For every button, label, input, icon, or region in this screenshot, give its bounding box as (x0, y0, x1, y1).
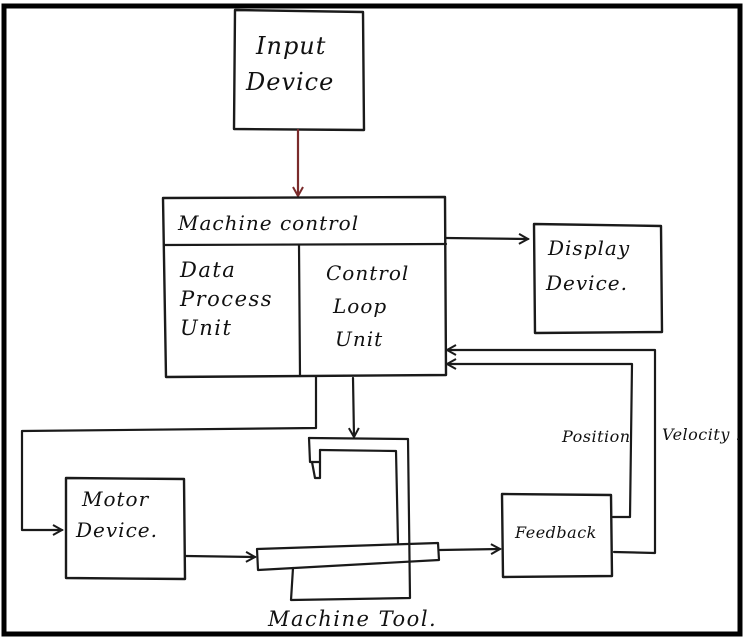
velocity-return-line (447, 350, 657, 555)
machine-control-title: Machine control (177, 211, 359, 235)
motor-device-line2: Device. (75, 518, 158, 542)
control-loop-line3: Unit (335, 327, 383, 351)
data-process-line1: Data (179, 258, 236, 282)
data-process-line2: Process (179, 287, 273, 311)
motor-device-line1: Motor (81, 487, 150, 511)
feedback-label: Feedback (514, 523, 597, 542)
display-device-line2: Device. (545, 271, 628, 295)
display-device-line1: Display (547, 236, 630, 260)
data-process-line3: Unit (180, 316, 232, 340)
machine-tool-label: Machine Tool. (267, 607, 437, 631)
control-loop-line1: Control (326, 261, 409, 285)
input-device-box (232, 8, 366, 132)
machine-tool-drawing (255, 436, 441, 602)
machine-control-divider (162, 242, 448, 247)
control-loop-line2: Loop (332, 294, 387, 318)
arrow-table-to-feedback (438, 549, 500, 550)
machine-control-box (161, 195, 448, 379)
position-label: Position (561, 427, 631, 446)
outer-frame (1, 3, 743, 637)
input-device-label-line2: Device (245, 68, 334, 96)
machine-control-vertical-divider (297, 243, 302, 378)
arrow-control-to-display (444, 238, 528, 239)
feedback-box (500, 492, 614, 579)
arrow-control-to-tool (353, 376, 354, 437)
velocity-label: Velocity . (662, 425, 741, 444)
control-to-motor-line (20, 375, 318, 530)
input-device-label-line1: Input (255, 32, 326, 60)
position-return-line (447, 364, 634, 519)
arrow-motor-to-table (184, 556, 255, 557)
display-device-box (532, 222, 664, 335)
motor-device-box (64, 476, 187, 581)
